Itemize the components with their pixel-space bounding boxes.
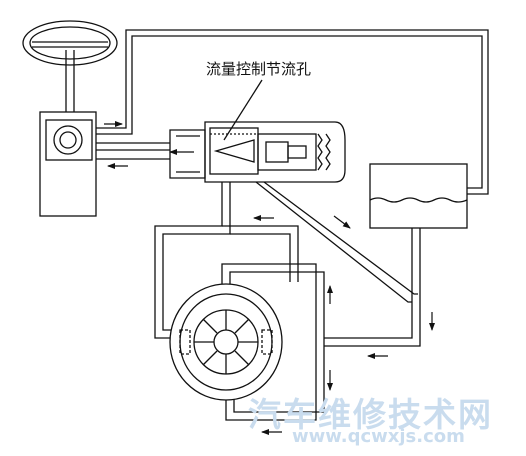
arrow-5 bbox=[333, 215, 351, 229]
reservoir-pump-line bbox=[324, 228, 421, 347]
gear-valve-lines bbox=[96, 142, 170, 160]
valve-to-pump-line bbox=[154, 182, 299, 339]
steering-wheel-icon bbox=[22, 20, 118, 112]
watermark-url: www.qcwxjs.com bbox=[292, 426, 465, 447]
flow-arrows bbox=[104, 121, 435, 435]
pump-lines bbox=[221, 263, 325, 421]
reservoir-tank bbox=[369, 163, 468, 229]
flow-control-orifice-label: 流量控制节流孔 bbox=[206, 60, 312, 78]
callout-leader bbox=[223, 79, 263, 141]
vane-pump bbox=[169, 283, 283, 401]
flow-control-valve bbox=[169, 121, 346, 183]
valve-diagonal-line bbox=[255, 181, 418, 303]
return-line-top bbox=[96, 29, 489, 195]
steering-gear-box bbox=[39, 111, 97, 217]
watermark-brand: 汽车维修技术网 bbox=[248, 395, 493, 434]
